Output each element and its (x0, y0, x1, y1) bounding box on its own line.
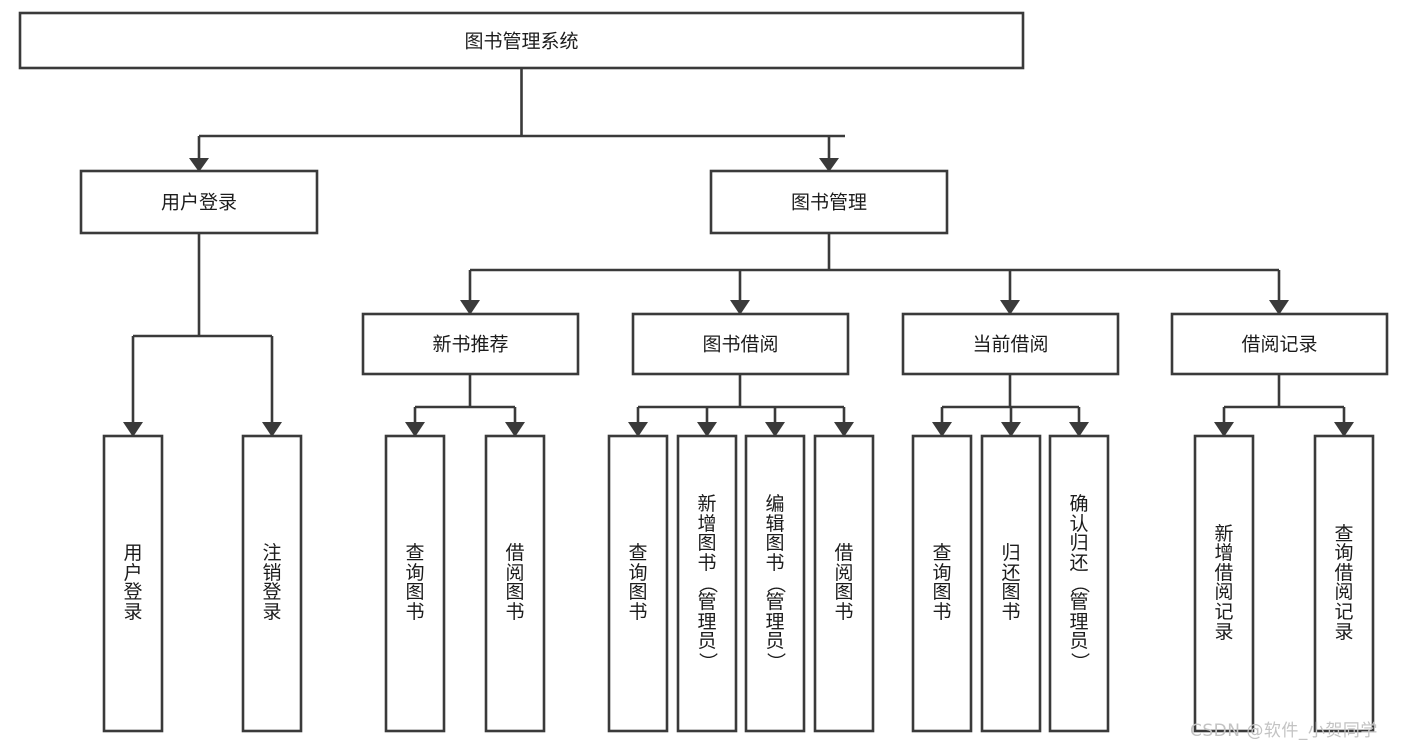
node-level3-3-label: 借阅记录 (1241, 334, 1317, 356)
node-level2-0-box[interactable] (79, 169, 319, 235)
node-level3-1-label: 图书借阅 (702, 334, 778, 356)
connector-root-spine (197, 68, 845, 160)
connector-borrow-spine (636, 374, 846, 424)
arrow-to-leaf-6 (765, 422, 785, 437)
watermark-text: CSDN @软件_小贺同学 (1190, 721, 1378, 741)
arrow-to-图书管理 (819, 158, 839, 172)
arrow-to-leaf-2 (405, 422, 425, 437)
arrow-to-leaf-1 (262, 422, 282, 437)
node-leaf-2-box[interactable] (384, 434, 446, 733)
arrow-to-新书推荐 (460, 300, 480, 315)
node-level2-1-box[interactable] (709, 169, 949, 235)
node-root-box[interactable] (18, 11, 1025, 70)
arrow-to-leaf-12 (1334, 422, 1354, 437)
node-level3-2-label: 当前借阅 (972, 334, 1048, 356)
node-leaf-8-box[interactable] (911, 434, 973, 733)
connector-userlogin-spine (131, 233, 274, 424)
node-leaf-0-box[interactable] (102, 434, 164, 733)
arrow-to-用户登录 (189, 158, 209, 172)
arrow-to-leaf-3 (505, 422, 525, 437)
node-leaf-6-box[interactable] (744, 434, 806, 733)
arrow-to-leaf-9 (1001, 422, 1021, 437)
node-leaf-5-box[interactable] (676, 434, 738, 733)
node-level3-0-box[interactable] (361, 312, 580, 376)
arrow-to-leaf-4 (628, 422, 648, 437)
node-leaf-9-box[interactable] (980, 434, 1042, 733)
arrow-to-leaf-11 (1214, 422, 1234, 437)
arrow-to-leaf-8 (932, 422, 952, 437)
node-level3-2-box[interactable] (901, 312, 1120, 376)
connector-current-spine (940, 374, 1081, 424)
connector-record-spine (1222, 374, 1346, 424)
node-leaf-3-box[interactable] (484, 434, 546, 733)
node-leaf-11-box[interactable] (1193, 434, 1255, 733)
node-leaf-4-box[interactable] (607, 434, 669, 733)
node-level3-0-label: 新书推荐 (432, 334, 508, 356)
arrow-to-leaf-7 (834, 422, 854, 437)
node-box-group: 图书管理系统 用户登录 图书管理 新书推荐 图书借阅 当前借阅 借阅记录 (18, 11, 1389, 733)
arrow-to-图书借阅 (730, 300, 750, 315)
arrow-to-借阅记录 (1269, 300, 1289, 315)
node-leaf-7-box[interactable] (813, 434, 875, 733)
node-level2-0-label: 用户登录 (161, 192, 237, 214)
node-level3-1-box[interactable] (631, 312, 850, 376)
node-leaf-10-box[interactable] (1048, 434, 1110, 733)
arrow-to-leaf-10 (1069, 422, 1089, 437)
arrowhead-group (123, 158, 1354, 437)
connector-newbook-spine (413, 374, 517, 424)
node-level2-1-label: 图书管理 (791, 192, 867, 214)
connector-group (131, 68, 1346, 424)
arrow-to-当前借阅 (1000, 300, 1020, 315)
node-leaf-1-box[interactable] (241, 434, 303, 733)
node-root-label: 图书管理系统 (464, 31, 578, 53)
arrow-to-leaf-5 (697, 422, 717, 437)
connector-bookmgmt-spine (468, 233, 1281, 302)
node-leaf-12-box[interactable] (1313, 434, 1375, 733)
node-level3-3-box[interactable] (1170, 312, 1389, 376)
arrow-to-leaf-0 (123, 422, 143, 437)
